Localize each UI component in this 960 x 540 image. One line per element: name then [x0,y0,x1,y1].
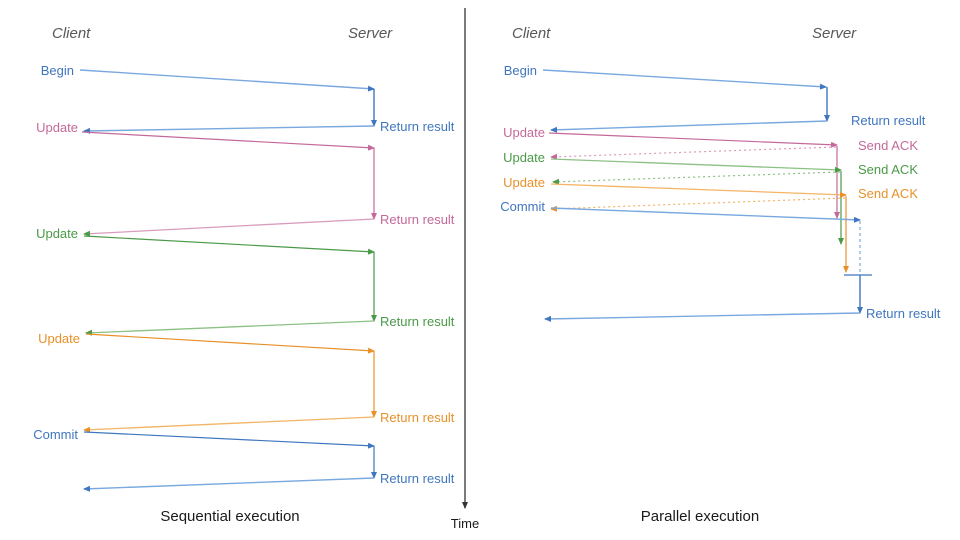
time-axis: Time [451,8,479,531]
left-msg-return-5: Return result [83,471,455,492]
right-update-2-arrow [550,158,842,173]
left-return-4-label: Return result [380,410,455,425]
right-panel-caption: Parallel execution [641,508,759,525]
left-msg-update-1 [81,131,375,151]
right-msg-return-2: Return result [544,306,941,322]
left-begin-label: Begin [41,63,74,78]
right-commit-arrow [550,207,861,223]
right-return-1-label: Return result [851,113,926,128]
right-msg-return-1: Return result [550,113,926,133]
left-return-1-arrow [83,125,375,134]
right-commit-label: Commit [500,199,545,214]
right-ack-1-label: Send ACK [858,138,918,153]
left-return-3-label: Return result [380,314,455,329]
right-server-lane-label: Server [812,25,857,42]
right-ack-2-arrow [552,171,841,185]
left-return-2-arrow [83,218,375,237]
time-axis-label: Time [451,516,479,531]
right-ack-1-arrow [550,146,837,160]
right-client-lane-label: Client [512,25,551,42]
left-msg-commit [83,431,375,449]
left-return-1-label: Return result [380,119,455,134]
left-return-3-arrow [85,320,375,336]
right-begin-label: Begin [504,63,537,78]
left-commit-arrow [83,431,375,449]
right-update-3-label: Update [503,175,545,190]
left-update-1-label: Update [36,120,78,135]
left-commit-label: Commit [33,427,78,442]
left-msg-update-3 [85,333,375,354]
left-msg-return-1: Return result [83,119,455,134]
left-panel-caption: Sequential execution [160,508,299,525]
right-ack-3-arrow [550,197,846,212]
left-msg-return-2: Return result [83,212,455,237]
left-msg-return-4: Return result [83,410,455,433]
left-update-3-label: Update [38,331,80,346]
left-client-lane-label: Client [52,25,91,42]
right-msg-begin: Begin [504,63,827,90]
right-update-3-arrow [550,183,847,198]
left-update-2-label: Update [36,226,78,241]
right-update-1-arrow [548,132,838,148]
left-msg-return-3: Return result [85,314,455,336]
left-return-5-arrow [83,477,375,492]
left-update-1-arrow [81,131,375,151]
right-begin-arrow [542,69,827,90]
panel-sequential: Client Server Begin Return result Update… [33,25,455,525]
right-ack-2-label: Send ACK [858,162,918,177]
left-msg-update-2 [83,235,375,255]
left-update-2-arrow [83,235,375,255]
right-update-1-label: Update [503,125,545,140]
left-begin-arrow [79,69,375,92]
right-ack-3-label: Send ACK [858,186,918,201]
left-server-lane-label: Server [348,25,393,42]
panel-parallel: Client Server Begin Return result Update… [500,25,941,525]
right-return-2-label: Return result [866,306,941,321]
left-return-4-arrow [83,416,375,433]
right-update-2-label: Update [503,150,545,165]
left-return-5-label: Return result [380,471,455,486]
right-return-2-arrow [544,312,861,322]
right-return-1-arrow [550,120,828,133]
left-return-2-label: Return result [380,212,455,227]
left-update-3-arrow [85,333,375,354]
left-msg-begin: Begin [41,63,375,92]
